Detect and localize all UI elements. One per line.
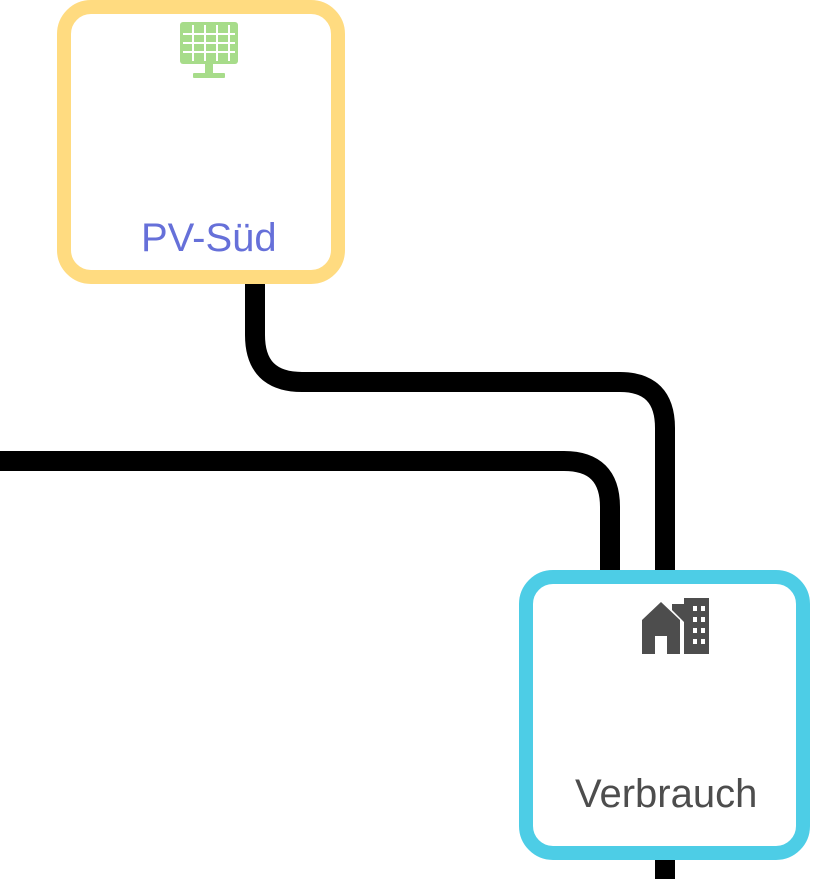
home-city-icon xyxy=(642,598,709,654)
pv-sued-label: PV-Süd xyxy=(141,216,277,260)
solar-panel-icon xyxy=(180,22,238,78)
pv-sued-node[interactable]: PV-Süd xyxy=(57,0,345,284)
verbrauch-label: Verbrauch xyxy=(575,772,758,816)
flow-line-pv-to-consumption xyxy=(245,280,675,575)
flow-line-grid-to-consumption xyxy=(0,451,620,575)
verbrauch-node[interactable]: Verbrauch xyxy=(519,570,810,860)
